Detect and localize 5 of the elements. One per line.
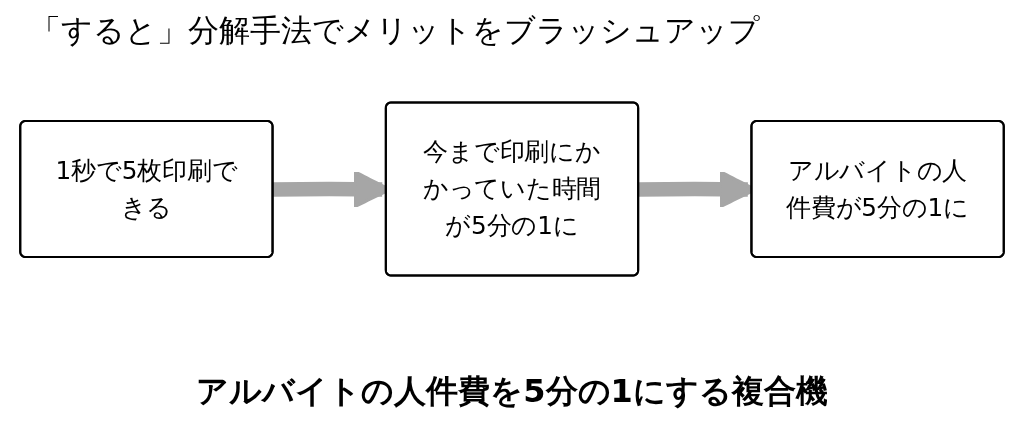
process-box: 今まで印刷にかかっていた時間が5分の1に — [384, 101, 640, 277]
title: 「すると」分解手法でメリットをブラッシュアップ — [30, 11, 760, 50]
caption: アルバイトの人件費を5分の1にする複合機 — [196, 372, 828, 410]
process-box: 1秒で5枚印刷できる — [19, 120, 274, 258]
process-box: アルバイトの人件費が5分の1に — [750, 120, 1005, 258]
